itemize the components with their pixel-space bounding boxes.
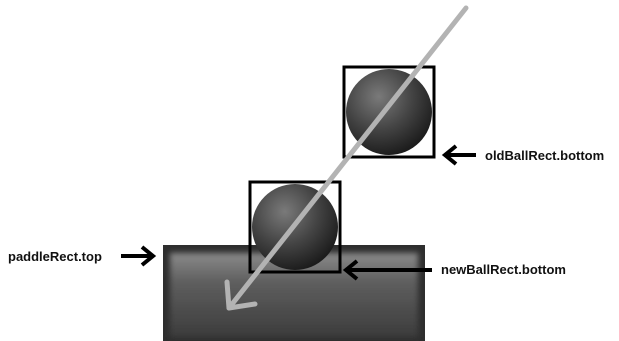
trajectory-arrow-icon <box>224 5 469 311</box>
paddle-top-label: paddleRect.top <box>8 249 102 264</box>
new-ball-bottom-label: newBallRect.bottom <box>441 262 566 277</box>
new-ball-rect <box>248 180 342 274</box>
old-ball-bottom-arrow-icon <box>441 144 476 166</box>
old-ball-rect <box>342 65 436 159</box>
paddle-top-arrow-icon <box>121 245 157 267</box>
old-ball-bottom-label: oldBallRect.bottom <box>485 148 604 163</box>
new-ball-bottom-arrow-icon <box>342 259 432 281</box>
